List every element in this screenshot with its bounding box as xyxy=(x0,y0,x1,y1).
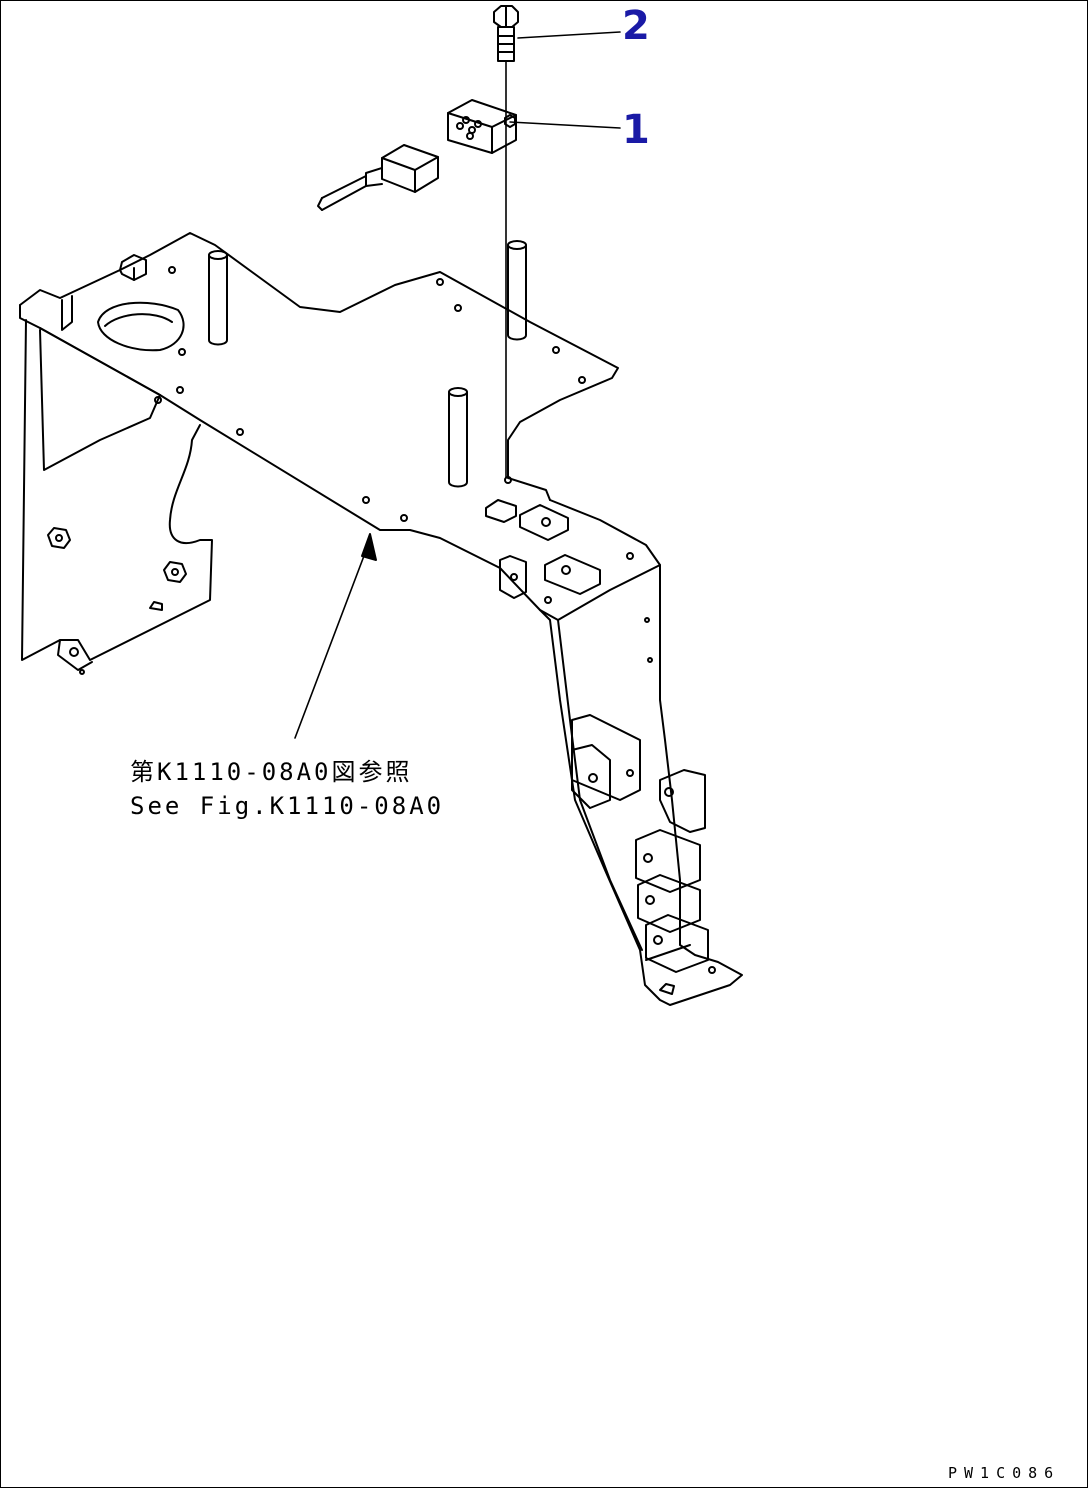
left-side-plate xyxy=(21,319,213,675)
figure-id: PW1C086 xyxy=(948,1464,1061,1482)
callout-number-1: 1 xyxy=(622,107,650,153)
reference-label-jp: 第K1110-08A0図参照 xyxy=(130,758,413,786)
right-leg-bracket xyxy=(485,499,743,1006)
bolt-part xyxy=(493,5,519,62)
reference-arrowhead xyxy=(361,533,377,561)
relay-part xyxy=(447,99,517,154)
reference-label-en: See Fig.K1110-08A0 xyxy=(130,792,445,820)
callout-number-2: 2 xyxy=(622,3,650,49)
standoff-posts xyxy=(208,240,527,488)
reference-leader-line xyxy=(294,539,371,739)
connector-part xyxy=(317,144,439,211)
bracket-plate xyxy=(19,232,619,569)
leader-line-2 xyxy=(517,31,621,39)
leader-line-1 xyxy=(509,121,621,129)
